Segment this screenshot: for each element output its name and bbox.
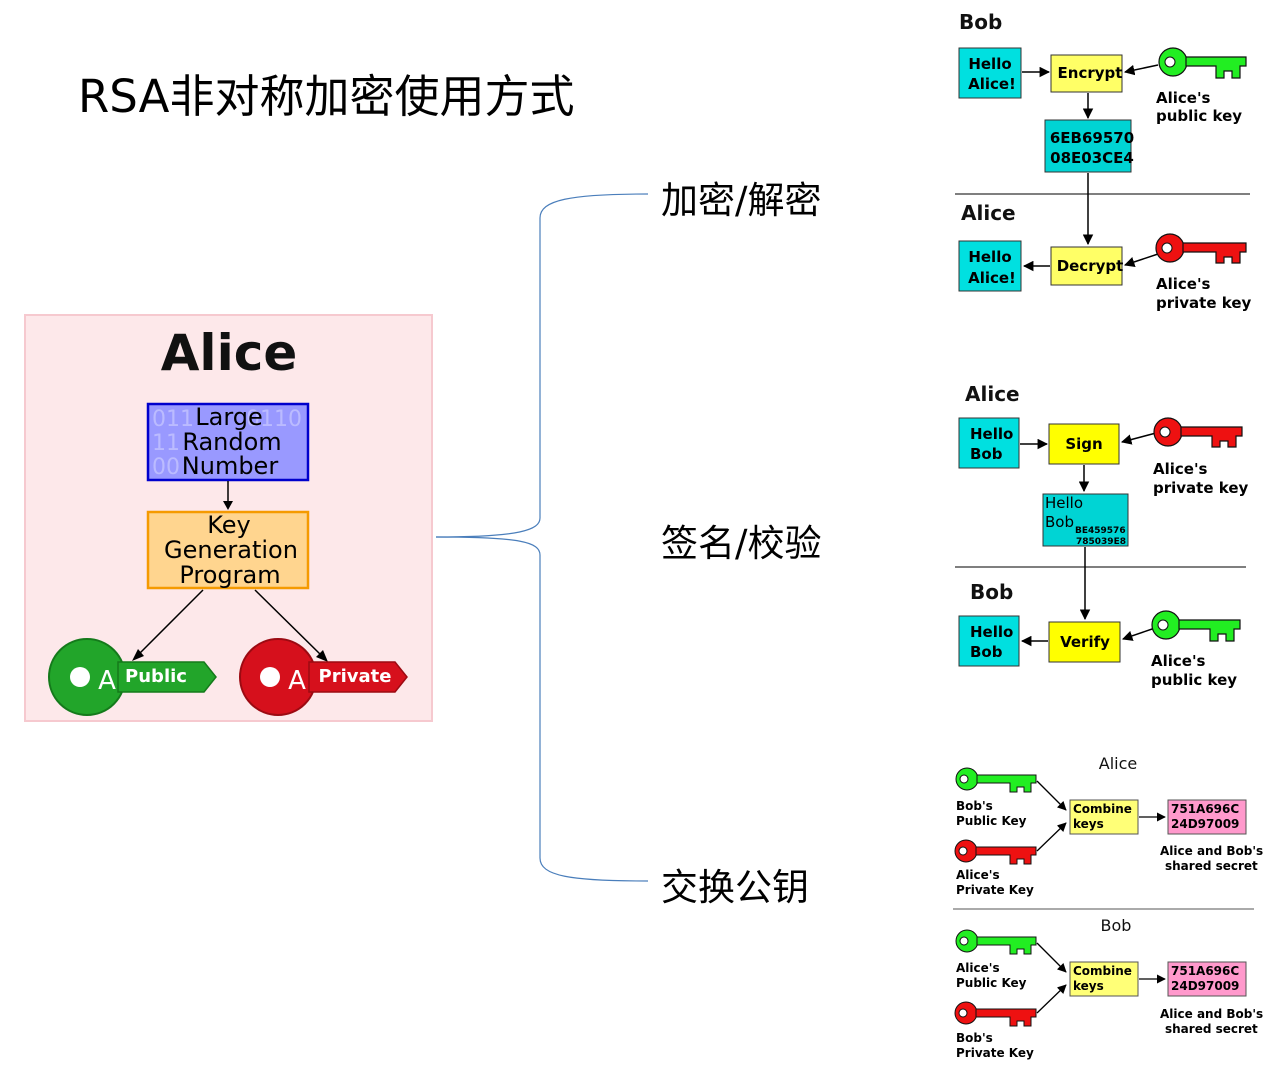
ciphertext-line-1: 6EB69570 <box>1050 129 1134 147</box>
encrypt-receiver-label: Alice <box>961 201 1016 225</box>
decrypt-message-line-1: Hello <box>968 248 1011 266</box>
public-key-letter: A <box>98 666 116 696</box>
encrypt-public-key-line-2: public key <box>1156 107 1242 125</box>
program-label-2: Generation <box>164 536 298 564</box>
branch-key-exchange: 交换公钥 <box>661 866 809 909</box>
private-key-icon: A Private <box>239 638 408 716</box>
signed-message-box <box>1042 493 1129 547</box>
decrypt-operation-box <box>1050 246 1123 286</box>
exchange-1-secret-box <box>1167 799 1247 835</box>
branch-brace <box>435 193 649 882</box>
sign-operation-label: Sign <box>1065 435 1102 453</box>
sign-private-key-line-2: private key <box>1153 479 1248 497</box>
verify-message-line-2: Bob <box>970 643 1003 661</box>
exchange-1-red-label-1: Alice's <box>956 868 1000 882</box>
exchange-1-combine-box <box>1069 799 1139 835</box>
decrypt-private-key-line-2: private key <box>1156 294 1251 312</box>
exchange-1-shared-line-1: Alice and Bob's <box>1160 844 1263 858</box>
random-bits-3: 11 <box>152 431 180 456</box>
decrypt-operation-label: Decrypt <box>1057 257 1124 275</box>
exchange-2-green-label-2: Public Key <box>956 976 1027 990</box>
key-generation-program-box <box>146 510 310 590</box>
exchange-1-combine-line-1: Combine <box>1073 802 1132 816</box>
sign-signer-label: Alice <box>965 382 1020 406</box>
random-bits-2: 0110 <box>246 407 302 432</box>
encrypt-operation-box <box>1050 54 1123 93</box>
verify-operation-label: Verify <box>1060 633 1110 651</box>
sign-message-line-1: Hello <box>970 425 1013 443</box>
sign-message-box <box>958 417 1020 469</box>
public-key-icon: A Public <box>48 638 217 716</box>
exchange-2-secret-line-1: 751A696C <box>1171 964 1239 978</box>
verify-message-box <box>958 615 1020 667</box>
encrypt-sender-label: Bob <box>959 10 1002 34</box>
sign-private-key-line-1: Alice's <box>1153 460 1208 478</box>
random-bits-1: 011 <box>152 407 194 432</box>
decrypt-message-line-2: Alice! <box>968 269 1016 287</box>
exchange-1-green-label-2: Public Key <box>956 814 1027 828</box>
private-key-letter: A <box>288 666 306 696</box>
verify-message-line-1: Hello <box>970 623 1013 641</box>
exchange-2-red-label-2: Private Key <box>956 1046 1034 1060</box>
exchange-section-1-title: Alice <box>1099 754 1137 773</box>
random-number-box <box>146 402 310 482</box>
sign-operation-box <box>1048 423 1120 465</box>
exchange-2-shared-line-1: Alice and Bob's <box>1160 1007 1263 1021</box>
signature-line-1: BE459576 <box>1075 526 1126 536</box>
branch-encrypt-decrypt: 加密/解密 <box>661 179 822 222</box>
verify-public-key-line-2: public key <box>1151 671 1237 689</box>
exchange-1-secret-line-2: 24D97009 <box>1171 817 1239 831</box>
sign-verifier-label: Bob <box>970 580 1013 604</box>
random-label-3: Number <box>182 452 279 480</box>
exchange-2-combine-line-1: Combine <box>1073 964 1132 978</box>
exchange-1-green-label-1: Bob's <box>956 799 993 813</box>
exchange-2-red-label-1: Bob's <box>956 1031 993 1045</box>
random-bits-4: 00 <box>152 455 180 480</box>
ciphertext-line-2: 08E03CE4 <box>1050 149 1134 167</box>
program-label-3: Program <box>179 561 280 589</box>
signed-message-line-1: Hello <box>1045 494 1083 512</box>
sign-verify-diagram: Alice Hello Bob Sign Alice's private key… <box>955 382 1248 689</box>
page-title: RSA非对称加密使用方式 <box>78 70 575 123</box>
private-key-label: Private <box>319 666 392 687</box>
decrypt-private-key-line-1: Alice's <box>1156 275 1211 293</box>
exchange-1-red-label-2: Private Key <box>956 883 1034 897</box>
exchange-2-combine-line-2: keys <box>1073 979 1104 993</box>
encrypt-message-line-2: Alice! <box>968 75 1016 93</box>
encrypt-decrypt-diagram: Bob Hello Alice! Encrypt Alice's public … <box>955 10 1251 312</box>
encrypt-message-line-1: Hello <box>968 55 1011 73</box>
encrypt-message-box <box>958 47 1022 99</box>
verify-public-key-line-1: Alice's <box>1151 652 1206 670</box>
exchange-1-shared-line-2: shared secret <box>1165 859 1258 873</box>
exchange-2-combine-box <box>1069 961 1139 997</box>
encrypt-public-key-line-1: Alice's <box>1156 89 1211 107</box>
random-label-2: Random <box>182 428 281 456</box>
public-key-label: Public <box>125 666 187 687</box>
random-label-1: Large <box>195 403 263 431</box>
verify-operation-box <box>1048 621 1121 663</box>
encrypt-operation-label: Encrypt <box>1058 64 1123 82</box>
exchange-2-shared-line-2: shared secret <box>1165 1022 1258 1036</box>
exchange-1-combine-line-2: keys <box>1073 817 1104 831</box>
ciphertext-box <box>1044 119 1132 173</box>
program-label-1: Key <box>207 511 251 539</box>
branch-sign-verify: 签名/校验 <box>661 522 822 565</box>
exchange-section-2-title: Bob <box>1101 916 1132 935</box>
sign-message-line-2: Bob <box>970 445 1003 463</box>
decrypt-message-box <box>958 240 1022 292</box>
exchange-2-secret-line-2: 24D97009 <box>1171 979 1239 993</box>
keygen-title: Alice <box>161 324 298 382</box>
signed-message-line-2: Bob <box>1045 513 1074 531</box>
exchange-2-secret-box <box>1167 961 1247 997</box>
exchange-2-green-label-1: Alice's <box>956 961 1000 975</box>
exchange-1-secret-line-1: 751A696C <box>1171 802 1239 816</box>
signature-line-2: 785039E8 <box>1076 537 1126 547</box>
key-exchange-diagram: Alice Bob's Public Key Alice's Private K… <box>953 754 1263 1060</box>
